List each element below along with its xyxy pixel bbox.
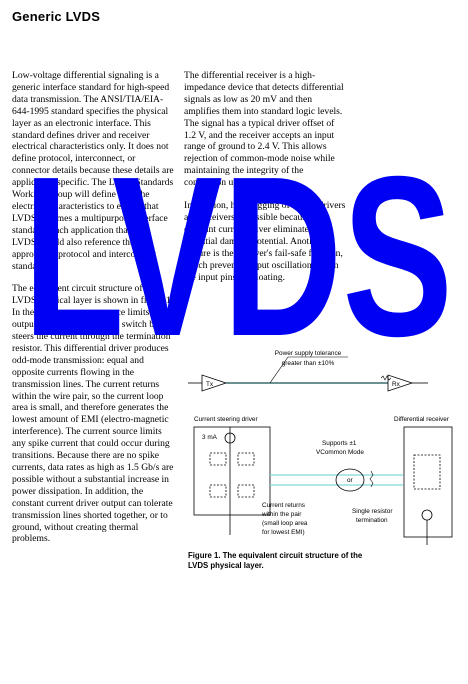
circuit-diagram: Power supply tolerance greater than ±10%… xyxy=(188,350,453,545)
figure-1: Power supply tolerance greater than ±10%… xyxy=(188,345,458,560)
paragraph-circuit: The equivalent circuit structure of the … xyxy=(12,283,174,545)
returns-label-1: Current returns xyxy=(262,502,305,509)
page-title: Generic LVDS xyxy=(12,9,101,24)
resistor-label-1: Single resistor xyxy=(352,508,393,515)
supports-label-1: Supports ±1 xyxy=(322,440,357,447)
left-column: Low-voltage differential signaling is a … xyxy=(12,70,174,545)
resistor-label-2: termination xyxy=(356,517,388,524)
paragraph-hot-plug: In addition, hot plugging of LVDS driver… xyxy=(184,200,346,283)
current-label: 3 mA xyxy=(202,434,218,441)
power-label-2: greater than ±10% xyxy=(282,360,335,367)
tx-label: Tx xyxy=(206,381,214,388)
receiver-label: Differential receiver xyxy=(394,416,450,423)
returns-label-2: within the pair xyxy=(261,511,302,518)
power-label-1: Power supply tolerance xyxy=(275,350,342,357)
returns-label-4: for lowest EMI) xyxy=(262,529,305,536)
rx-label: Rx xyxy=(392,381,401,388)
right-column: The differential receiver is a high-impe… xyxy=(184,70,346,283)
paragraph-intro: Low-voltage differential signaling is a … xyxy=(12,70,174,272)
paragraph-receiver: The differential receiver is a high-impe… xyxy=(184,70,344,189)
figure-caption: Figure 1. The equivalent circuit structu… xyxy=(188,551,363,570)
or-label: or xyxy=(347,477,354,484)
supports-label-2: VCommon Mode xyxy=(316,449,364,456)
returns-label-3: (small loop area xyxy=(262,520,308,527)
driver-label: Current steering driver xyxy=(194,416,258,423)
